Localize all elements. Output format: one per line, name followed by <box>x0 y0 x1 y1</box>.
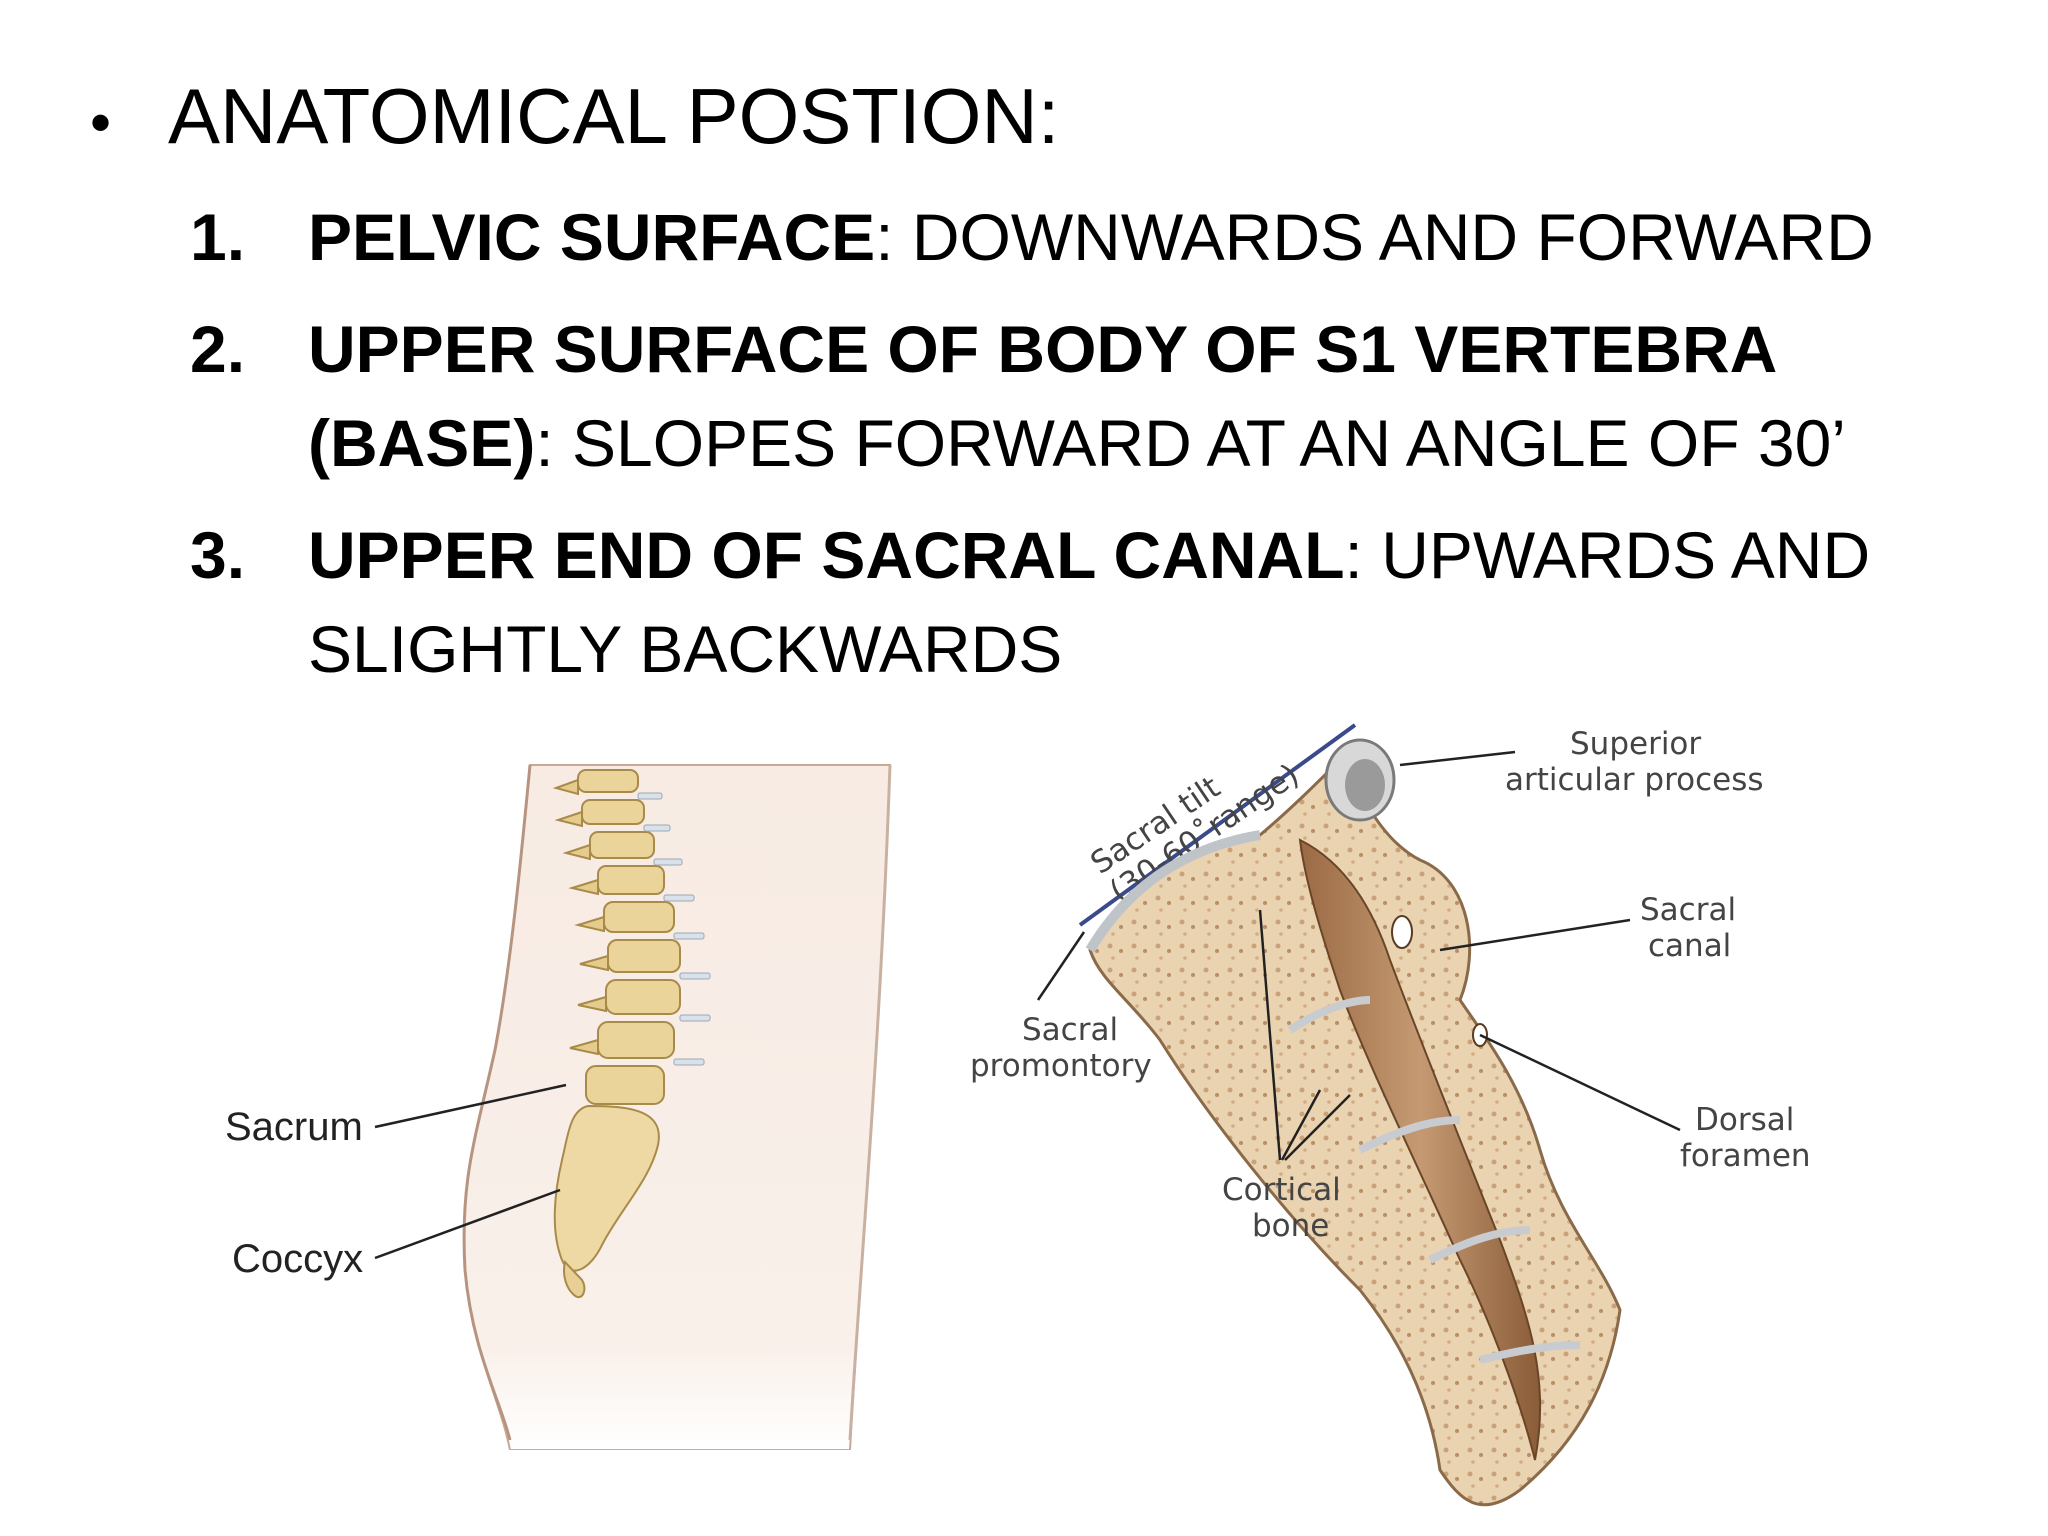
coccyx-bone <box>563 1259 586 1299</box>
item-number: 2. <box>190 312 246 386</box>
sacral-canal <box>1298 838 1542 1461</box>
intervertebral-discs <box>637 792 711 1066</box>
list-item: 3. UPPER END OF SACRAL CANAL: UPWARDS AN… <box>190 508 2030 696</box>
numbered-list: 1. PELVIC SURFACE: DOWNWARDS AND FORWARD… <box>190 190 2030 714</box>
item-description: : DOWNWARDS AND FORWARD <box>875 200 1874 274</box>
item-description: : SLOPES FORWARD AT AN ANGLE OF 30’ <box>535 406 1846 480</box>
item-bold-term: UPPER SURFACE OF BODY OF S1 VERTEBRA (BA… <box>308 312 1775 480</box>
item-text: UPPER SURFACE OF BODY OF S1 VERTEBRA (BA… <box>308 302 2030 490</box>
dorsal-foramen <box>1391 915 1413 949</box>
item-bold-term: UPPER END OF SACRAL CANAL <box>308 518 1345 592</box>
sacrum-sagittal-figure: Sacral tilt (30-60˚range) <box>970 723 1811 1507</box>
item-text: PELVIC SURFACE: DOWNWARDS AND FORWARD <box>308 190 2030 284</box>
promontory-label-2: promontory <box>970 1048 1152 1084</box>
canal-label-2: canal <box>1648 928 1731 964</box>
canal-label-1: Sacral <box>1640 892 1736 928</box>
cortical-label-2: bone <box>1252 1208 1329 1244</box>
list-item: 2. UPPER SURFACE OF BODY OF S1 VERTEBRA … <box>190 302 2030 490</box>
coccyx-label: Coccyx <box>232 1237 363 1281</box>
heading-text: ANATOMICAL POSTION: <box>168 72 1060 160</box>
item-number: 1. <box>190 200 246 274</box>
cortical-label-1: Cortical <box>1222 1172 1341 1208</box>
item-description: : UPWARDS AND SLIGHTLY BACKWARDS <box>308 518 1871 686</box>
list-item: 1. PELVIC SURFACE: DOWNWARDS AND FORWARD <box>190 190 2030 284</box>
dorsal-label-1: Dorsal <box>1695 1102 1794 1138</box>
spine-side-view-figure: Sacrum Coccyx <box>225 764 892 1450</box>
superior-label-1: Superior <box>1570 726 1701 762</box>
item-number: 3. <box>190 518 246 592</box>
promontory-label-1: Sacral <box>1022 1012 1118 1048</box>
spinous-processes <box>552 778 609 1056</box>
bullet-icon: • <box>90 89 112 156</box>
superior-label-2: articular process <box>1505 762 1764 798</box>
heading: • ANATOMICAL POSTION: <box>90 66 1059 173</box>
item-bold-term: PELVIC SURFACE <box>308 200 876 274</box>
sacrum-label: Sacrum <box>225 1105 363 1149</box>
dorsal-label-2: foramen <box>1680 1138 1811 1174</box>
body-silhouette <box>463 764 892 1450</box>
item-text: UPPER END OF SACRAL CANAL: UPWARDS AND S… <box>308 508 2030 696</box>
sacrum-bone <box>553 1104 660 1272</box>
